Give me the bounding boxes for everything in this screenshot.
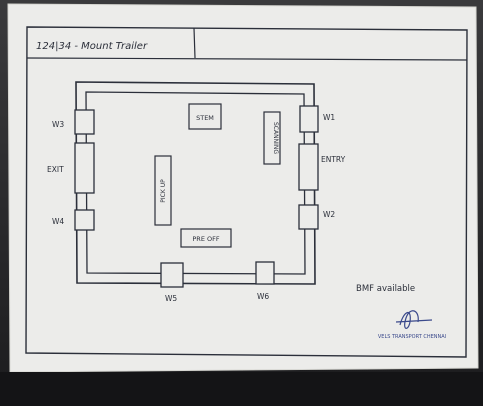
header-title: 124|34 - Mount Trailer	[36, 41, 148, 52]
label-exit: EXIT	[47, 165, 64, 174]
zone-pickup-box	[154, 155, 172, 226]
window-w6	[255, 261, 275, 285]
window-w4	[74, 209, 95, 231]
door-exit	[74, 142, 95, 194]
zone-stem-box	[188, 103, 222, 130]
window-w2	[298, 204, 319, 230]
note-text: BMF available	[356, 284, 415, 294]
label-w6: W6	[257, 292, 269, 301]
paper	[7, 3, 479, 373]
label-w3: W3	[52, 120, 64, 129]
zone-scanning-box	[263, 111, 281, 165]
label-w5: W5	[165, 294, 177, 303]
signature-caption: VELS TRANSPORT CHENNAI	[378, 334, 446, 340]
table-edge	[0, 372, 483, 406]
zone-scanning-label: SCANNING	[272, 122, 279, 154]
zone-stem-label: STEM	[196, 114, 214, 122]
window-w3	[74, 109, 95, 135]
signature	[395, 310, 433, 329]
zone-preoff-box	[180, 228, 232, 248]
inner-border	[25, 26, 468, 358]
label-w4: W4	[52, 217, 64, 226]
window-w1	[299, 105, 319, 133]
zone-pickup-label: PICK UP	[160, 179, 167, 203]
header-underline	[26, 57, 468, 61]
zone-preoff-label: PRE OFF	[192, 235, 219, 243]
label-w2: W2	[323, 210, 335, 219]
label-w1: W1	[323, 113, 335, 122]
header-divider	[193, 27, 196, 59]
label-entry: ENTRY	[321, 155, 346, 164]
window-w5	[160, 262, 184, 288]
door-entry	[298, 143, 319, 191]
